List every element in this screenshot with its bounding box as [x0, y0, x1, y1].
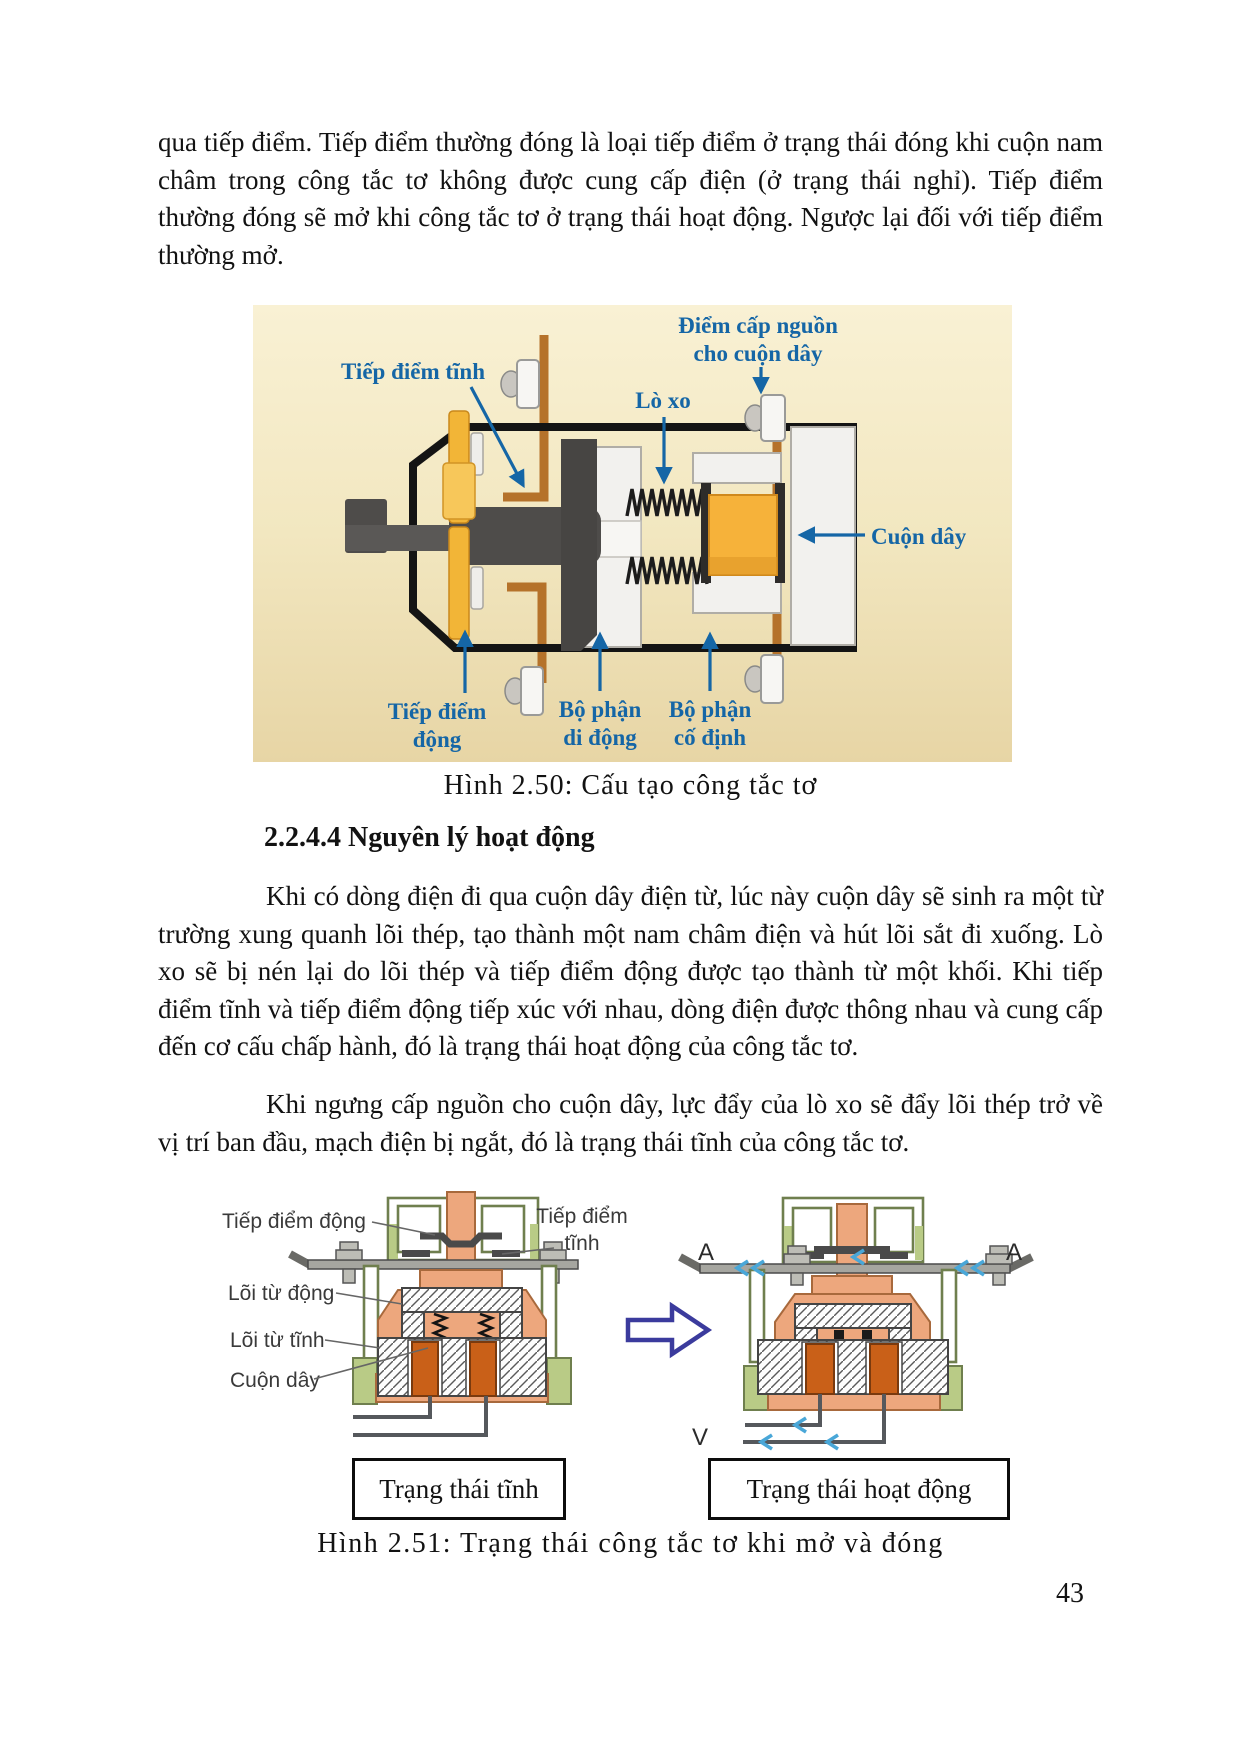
- armature: [345, 439, 601, 651]
- terminal-a-right-label: A: [1006, 1239, 1022, 1266]
- page-number: 43: [1056, 1578, 1084, 1609]
- coil-label: Cuộn dây: [871, 524, 967, 549]
- moving-bracket: [561, 439, 597, 651]
- stationary-core: [757, 1339, 949, 1395]
- state-box-active: Trạng thái hoạt động: [708, 1458, 1010, 1520]
- stationary-core: [377, 1337, 547, 1397]
- coil-label: Cuộn dây: [230, 1369, 320, 1392]
- paragraph-operating-principle: Khi có dòng điện đi qua cuộn dây điện từ…: [158, 881, 1103, 1061]
- moving-core-label: Lõi từ động: [228, 1282, 334, 1305]
- plunger-rod: [446, 1191, 476, 1273]
- current-flow-arrows: [733, 1248, 985, 1451]
- static-state-diagram: Tiếp điểm động Tiếp điểm tĩnh Lõi từ độn…: [222, 1191, 628, 1437]
- paragraph-release-state: Khi ngưng cấp nguồn cho cuộn dây, lực đẩ…: [158, 1089, 1103, 1157]
- state-box-active-label: Trạng thái hoạt động: [746, 1473, 972, 1504]
- spring-label: Lò xo: [635, 388, 691, 413]
- figure-contactor-structure: Tiếp điểm tĩnh Điểm cấp nguồn cho cuộn d…: [253, 305, 1012, 762]
- stationary-core-label: Lõi từ tĩnh: [230, 1329, 325, 1352]
- moving-part-label-line2: di động: [563, 725, 637, 750]
- contactor-states-diagram: Tiếp điểm động Tiếp điểm tĩnh Lõi từ độn…: [222, 1191, 1034, 1451]
- terminal-v-label: V: [692, 1424, 708, 1451]
- transition-arrow-icon: [625, 1301, 713, 1359]
- state-box-static: Trạng thái tĩnh: [352, 1458, 566, 1520]
- coil-left: [411, 1341, 439, 1397]
- coil: [701, 483, 785, 583]
- terminal-screws: [500, 359, 786, 716]
- moving-contact-label-line2: động: [413, 727, 462, 752]
- coil-supply-label-line2: cho cuộn dây: [693, 341, 823, 366]
- bolts: [783, 1245, 1013, 1286]
- coil-right: [469, 1341, 497, 1397]
- paragraph-top: qua tiếp điểm. Tiếp điểm thường đóng là …: [158, 127, 1103, 270]
- figure-contactor-states: Tiếp điểm động Tiếp điểm tĩnh Lõi từ độn…: [150, 1190, 1110, 1455]
- contactor-structure-diagram: Tiếp điểm tĩnh Điểm cấp nguồn cho cuộn d…: [253, 305, 1012, 762]
- moving-contact-bar: [420, 1232, 502, 1248]
- static-contact-label-line2: tĩnh: [564, 1232, 599, 1255]
- bus-bar: [699, 1263, 1011, 1274]
- moving-core: [794, 1303, 912, 1329]
- figure-2-51-caption: Hình 2.51: Trạng thái công tắc tơ khi mở…: [317, 1528, 944, 1559]
- section-heading: 2.2.4.4 Nguyên lý hoạt động: [264, 822, 595, 853]
- bus-bar: [307, 1259, 579, 1270]
- coil-left: [805, 1343, 835, 1395]
- static-contact-label-line1: Tiếp điểm: [536, 1205, 627, 1228]
- active-state-diagram: A A V: [678, 1196, 1034, 1451]
- springs: [625, 488, 709, 585]
- moving-core: [401, 1287, 523, 1313]
- coil-wires: [743, 1394, 886, 1444]
- coil-supply-label-line1: Điểm cấp nguồn: [678, 313, 838, 338]
- terminal-a-left-label: A: [698, 1239, 714, 1266]
- moving-contact-strip: [442, 410, 484, 640]
- state-box-static-label: Trạng thái tĩnh: [379, 1473, 539, 1504]
- moving-contact-label: Tiếp điểm động: [222, 1210, 366, 1233]
- moving-part-label-line1: Bộ phận: [559, 697, 642, 722]
- fixed-part-label-line2: cố định: [674, 725, 746, 750]
- coil-wires: [353, 1396, 488, 1437]
- fixed-part-label-line1: Bộ phận: [669, 697, 752, 722]
- figure-2-50-caption: Hình 2.50: Cấu tạo công tắc tơ: [443, 770, 818, 801]
- moving-contact-label-line1: Tiếp điểm: [388, 699, 487, 724]
- static-contact-label: Tiếp điểm tĩnh: [341, 359, 485, 384]
- static-contact-arrow: [469, 386, 525, 489]
- figure-annotations: Tiếp điểm tĩnh Điểm cấp nguồn cho cuộn d…: [341, 313, 967, 752]
- coil-right: [869, 1343, 899, 1395]
